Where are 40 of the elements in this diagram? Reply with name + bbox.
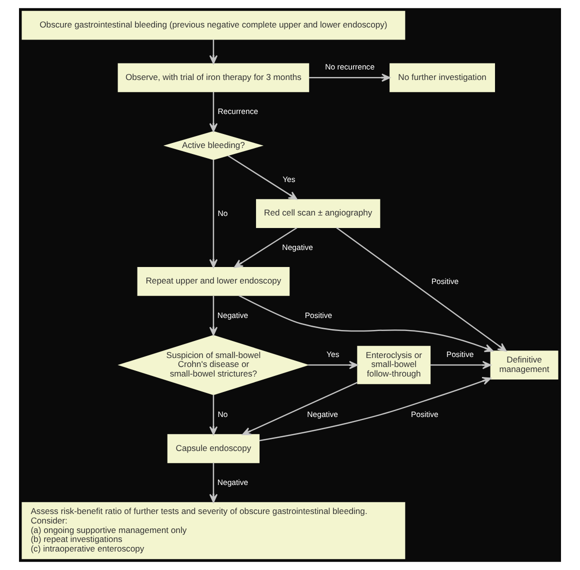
edge-label: No recurrence [325,62,375,72]
arrow [209,394,218,436]
edge-label: No [218,208,228,218]
node-diamond: Active bleeding? [163,131,264,160]
edge-label: Positive [446,350,474,359]
arrow [209,296,218,336]
arrow [209,39,218,64]
arrow [234,227,298,268]
node-box: Observe, with trial of iron therapy for 3 months [118,63,310,92]
arrow [430,360,492,370]
edge-label: Negative [307,410,338,419]
node-box: Repeat upper and lower endoscopy [137,267,290,296]
edge-label: Yes [282,174,296,184]
arrow [308,360,358,370]
node-box: Red cell scan ± angiography [256,199,380,228]
edge-label: Positive [431,276,459,286]
arrow [228,155,298,200]
edge-label: Negative [217,310,248,320]
edge-label: Negative [282,242,313,252]
node-box: Assess risk-benefit ratio of further tests and severity of obscure gastrointestinal bleeding. Consider: (a) ongoing supportive management only (b) repeat investigations (c) intraoperative enteroscopy [22,502,406,560]
arrow [209,92,218,132]
node-diamond: Suspicion of small-bowel Crohn's disease or small-bowel strictures? [118,334,310,396]
node-box: Enteroclysis or small-bowel follow-through [357,346,431,384]
arrow [209,462,218,503]
node-box: No further investigation [390,63,495,92]
edge-label: Recurrence [218,106,258,116]
edge-label: Yes [326,350,340,359]
node-box: Capsule endoscopy [167,434,260,464]
node-box: Obscure gastrointestinal bleeding (previous negative complete upper and lower endoscopy) [22,10,406,40]
edge-label: Negative [217,478,248,487]
node-box: Definitive management [490,350,558,380]
edge-label: No [218,410,228,419]
edge-label: Positive [304,310,332,320]
arrow [308,74,390,82]
arrow [242,382,358,436]
edge-label: Positive [411,410,438,419]
arrow [336,227,507,352]
arrow [238,295,494,352]
arrow [209,160,218,268]
arrow [259,376,492,442]
